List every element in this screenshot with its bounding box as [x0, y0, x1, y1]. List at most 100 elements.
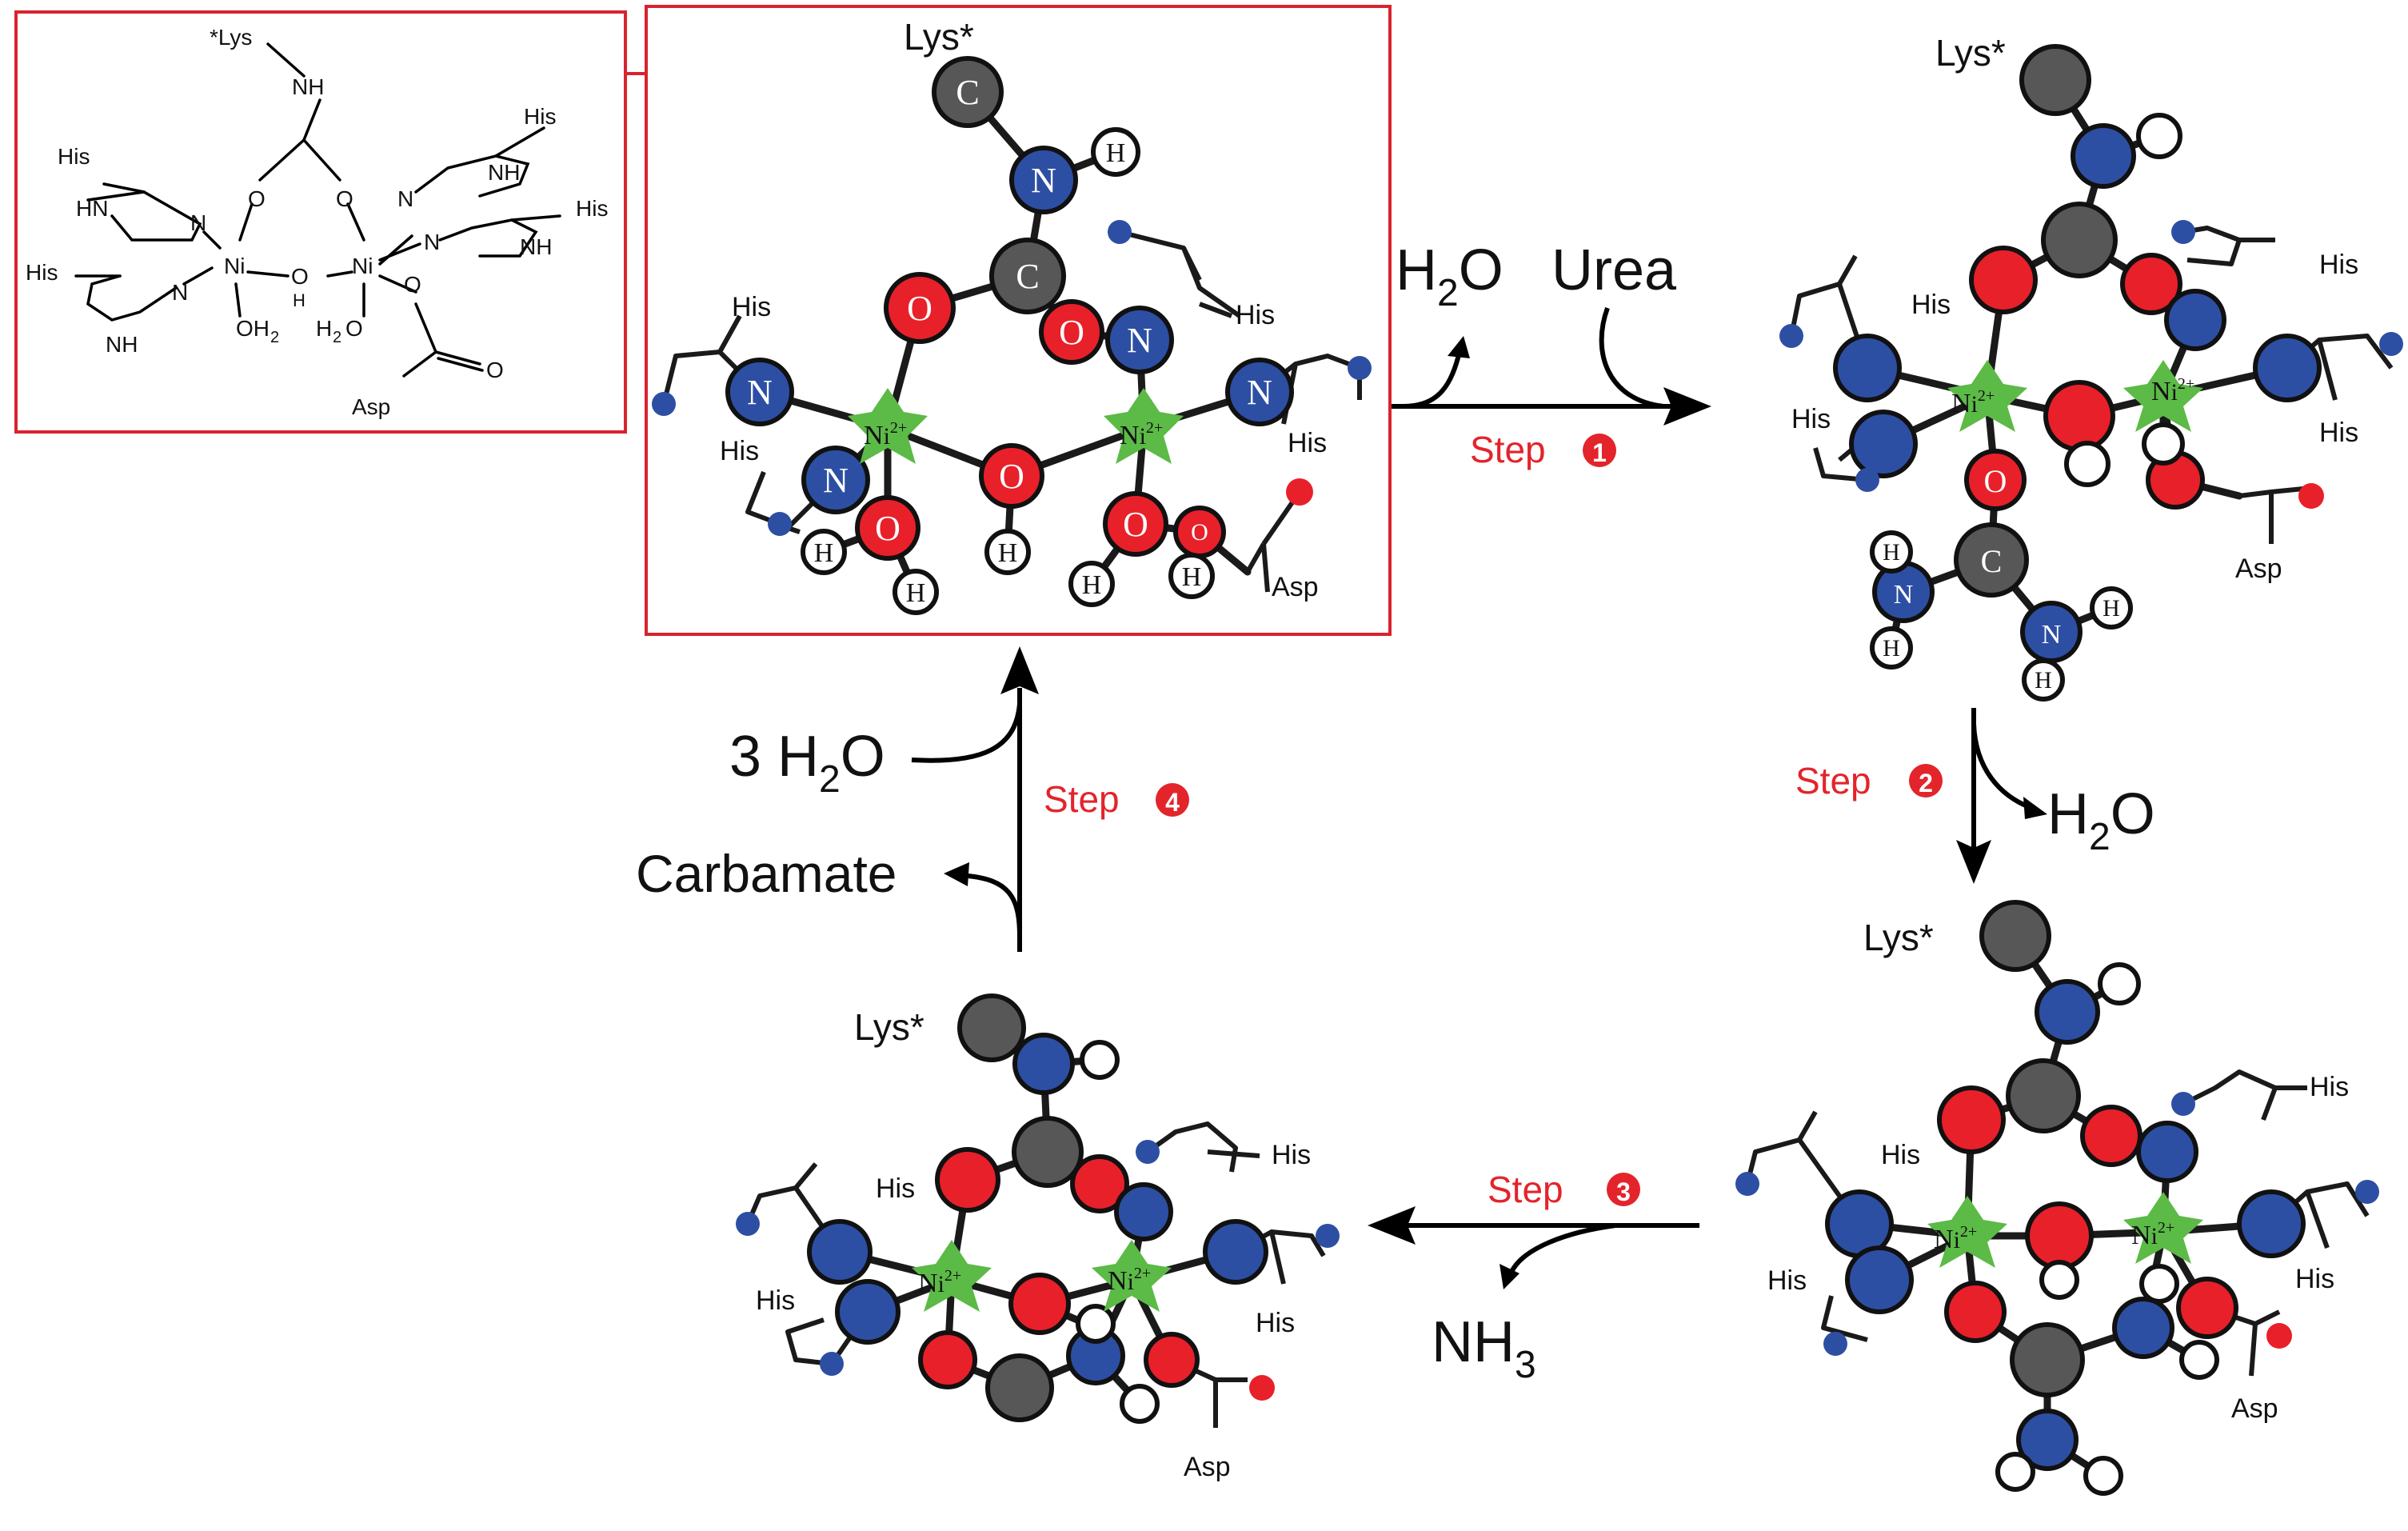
step-3-nh3-out-head	[1500, 1264, 1519, 1289]
resting-letter-h-2: H	[814, 538, 834, 568]
inset-asp-label: Asp	[352, 394, 390, 419]
resting-h-1	[801, 529, 847, 575]
inset-ni-left: Ni	[224, 254, 245, 278]
inset-bonds	[74, 42, 561, 378]
step-4-badge-number: 4	[1165, 788, 1180, 817]
resting-ni-labels: Ni2+ Ni2+	[864, 419, 1163, 450]
urea-bound-residue-labels: Lys* His His His His Asp	[1791, 32, 2358, 584]
step-4-label: Step	[1044, 778, 1120, 820]
resting-bridging-o	[979, 443, 1044, 509]
urea-bound-asp-label: Asp	[2235, 554, 2282, 584]
tetrahedral-urea-c	[2010, 1322, 2085, 1397]
inset-n-2: N	[172, 280, 188, 305]
resting-his-n-top	[1105, 306, 1174, 374]
carbamate-asp-label: Asp	[1184, 1452, 1231, 1482]
tetrahedral-bridging-o	[2025, 1201, 2094, 1270]
step-3-badge	[1607, 1173, 1640, 1206]
urea-bound-carbamate-o-right	[2120, 253, 2182, 315]
carbamate-ring-dot-1	[736, 1212, 760, 1236]
resting-lys-label: Lys*	[904, 16, 974, 58]
urea-bound-urea-h-1	[1870, 530, 1913, 574]
complex-resting-state: C N C O O N N N N O O O O H H H H H H Ni…	[652, 16, 1372, 615]
urea-bound-urea-o	[1964, 449, 2027, 511]
resting-water-o-right	[1103, 491, 1168, 557]
urea-bound-h-letters: H H H H	[1883, 539, 2120, 694]
urea-bound-his-n-right	[2253, 334, 2322, 402]
step-4-carbamate-out-head	[944, 862, 969, 886]
carbamate-ni-left	[912, 1240, 992, 1312]
tetrahedral-his-rings	[1745, 1069, 2370, 1377]
step-1-water: H2O	[1396, 238, 1504, 314]
urea-bound-ni-right	[2123, 360, 2203, 432]
carbamate-ring-dot-2	[820, 1352, 844, 1376]
step-4-reaction: Step 4 3 H2O Carbamate	[636, 646, 1189, 952]
carbamate-ni-label-left: Ni2+	[918, 1267, 961, 1298]
resting-letter-h-1: H	[1106, 138, 1126, 168]
resting-lys-nitrogen	[1009, 146, 1078, 214]
step-4-badge	[1156, 783, 1189, 817]
tetrahedral-asp-label: Asp	[2231, 1393, 2278, 1424]
tetrahedral-ring-dot-1	[1735, 1172, 1759, 1196]
resting-letter-o-1: O	[907, 289, 932, 328]
urea-bound-carbamate-c	[2041, 202, 2118, 278]
resting-lys-hydrogen	[1091, 127, 1140, 177]
resting-water-o-left	[855, 495, 920, 561]
inset-nh-ring-2: NH	[106, 332, 138, 357]
step-1-badge	[1583, 434, 1616, 467]
inset-h2o-o: O	[345, 316, 363, 341]
step-4-arrowhead	[1000, 646, 1039, 694]
resting-ni-label-right: Ni2+	[1120, 419, 1163, 450]
inset-nh-ring-4: NH	[520, 234, 552, 259]
resting-ni-right	[1104, 388, 1184, 464]
tetrahedral-carbamate-c	[2006, 1058, 2081, 1133]
urea-bound-ni-label-left: Ni2+	[1951, 387, 1995, 418]
tetrahedral-ring-dot-4	[2355, 1180, 2379, 1204]
resting-h-2	[893, 569, 939, 615]
resting-state-frame	[645, 5, 1392, 636]
urea-bound-letter-c: C	[1981, 543, 2003, 579]
carbamate-ni-label-right: Ni2+	[1108, 1265, 1151, 1296]
tetrahedral-his-label-3: His	[2310, 1072, 2349, 1102]
carbamate-ring-dot-3	[1136, 1140, 1160, 1164]
resting-letter-o-4: O	[999, 457, 1024, 496]
carbamate-product-c	[985, 1353, 1054, 1422]
tetrahedral-his-n-right	[2237, 1189, 2306, 1258]
tetrahedral-asp-o	[2176, 1277, 2238, 1339]
resting-letter-o-2: O	[1059, 313, 1084, 352]
tetrahedral-lys-nitrogen	[2035, 979, 2100, 1045]
inset-h2o-sub: 2	[333, 329, 341, 346]
resting-letter-o-3: O	[875, 509, 901, 548]
tetrahedral-atoms	[1735, 900, 2379, 1496]
inset-asp-o: O	[404, 272, 421, 297]
resting-atoms	[652, 56, 1372, 615]
tetrahedral-ni-right	[2123, 1192, 2203, 1264]
step-1-urea-in-curve	[1599, 306, 1664, 409]
resting-letter-n-top: N	[1031, 161, 1056, 200]
resting-letter-n-4: N	[1247, 373, 1272, 412]
tetrahedral-urea-h-3	[2083, 1456, 2123, 1496]
tetrahedral-asp-dot	[2266, 1323, 2292, 1349]
inset-his-1: His	[58, 144, 90, 169]
tetrahedral-ring-dot-3	[2171, 1092, 2195, 1116]
urea-bound-letter-h-4: H	[2035, 667, 2052, 694]
resting-residue-labels: Lys* His His His His Asp	[720, 16, 1327, 602]
resting-ring-dot-2	[768, 512, 792, 536]
urea-bound-lys-label: Lys*	[1935, 32, 2006, 74]
step-4-carbamate-out-curve	[967, 873, 1022, 937]
urea-bound-letter-n-2: N	[2042, 620, 2062, 650]
resting-carbamate-o-right	[1039, 299, 1104, 365]
step-4-water-in-curve	[911, 703, 1022, 763]
tetrahedral-lys-label: Lys*	[1863, 917, 1934, 958]
urea-bound-letter-n-1: N	[1894, 580, 1914, 610]
resting-letter-n-3: N	[823, 461, 849, 500]
resting-his-n-lower	[801, 446, 870, 514]
tetrahedral-his-label-4: His	[2295, 1264, 2334, 1294]
carbamate-ni-right	[1092, 1240, 1172, 1312]
step-1-water-out-curve	[1403, 351, 1462, 409]
step-3-reaction: Step 3 NH3	[1368, 1169, 1699, 1386]
resting-his-label-2: His	[720, 436, 759, 466]
inset-carbonyl-o: O	[486, 358, 504, 382]
urea-bound-urea-h-4	[2022, 658, 2065, 702]
carbamate-atoms	[736, 993, 1340, 1424]
